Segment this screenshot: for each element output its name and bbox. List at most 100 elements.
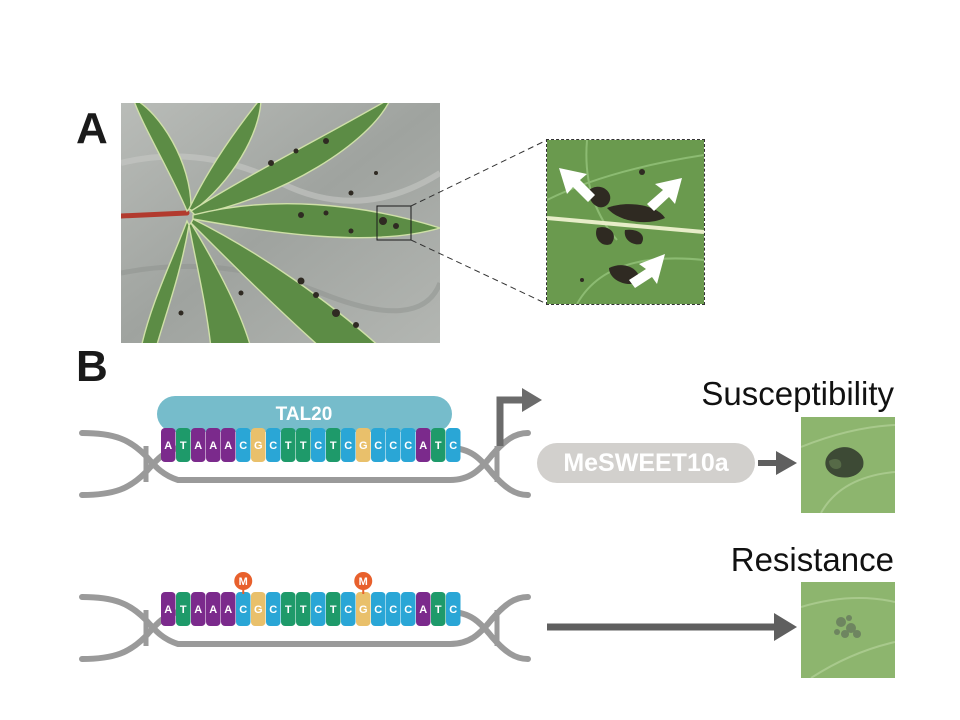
base-letter: C (269, 440, 277, 452)
leaf-lobe (141, 219, 190, 343)
water-soaked-lesion (825, 447, 864, 478)
base-tile (176, 592, 191, 626)
base-tile (386, 592, 401, 626)
base-letter: C (389, 604, 397, 616)
resistance-label: Resistance (730, 541, 894, 578)
gene-pill (537, 443, 755, 483)
base-tile (161, 428, 176, 462)
base-letter: T (300, 604, 307, 616)
base-tile (296, 428, 311, 462)
cassava-leaf-photo (121, 103, 440, 343)
base-tile (356, 592, 371, 626)
base-letter: C (239, 440, 247, 452)
base-letter: C (374, 440, 382, 452)
leaf-lesions (178, 138, 399, 328)
panel-label-b: B (76, 342, 108, 391)
methyl-badge (354, 572, 373, 590)
base-tile (236, 428, 251, 462)
base-tile (296, 592, 311, 626)
zoomed-lesion-inset (546, 139, 705, 305)
transcription-start-arrow (496, 396, 525, 446)
base-letter: T (180, 604, 187, 616)
base-letter: C (449, 604, 457, 616)
leaf-lobe (192, 203, 440, 239)
base-letter: A (419, 604, 427, 616)
base-letter: G (254, 604, 263, 616)
base-letter: T (330, 604, 337, 616)
base-tile (191, 592, 206, 626)
base-tile (161, 592, 176, 626)
base-tile (341, 428, 356, 462)
base-tile (416, 428, 431, 462)
panel-label-a: A (76, 104, 108, 153)
leaf-lobe (190, 218, 377, 343)
zoom-region-box (376, 205, 412, 241)
leaf-lobe (188, 103, 262, 212)
base-tile (341, 592, 356, 626)
base-tile (206, 428, 221, 462)
leaf-petiole (121, 210, 190, 219)
base-letter: C (269, 604, 277, 616)
base-letter: C (344, 440, 352, 452)
base-tile (431, 428, 446, 462)
no-expression-arrowhead (774, 613, 797, 641)
base-tile (221, 592, 236, 626)
base-tile (326, 592, 341, 626)
base-tile (446, 592, 461, 626)
expression-arrowhead (776, 451, 797, 475)
base-letter: A (224, 604, 232, 616)
methyl-badge-label: M (239, 576, 248, 588)
base-letter: A (224, 440, 232, 452)
base-letter: A (209, 440, 217, 452)
base-tile (416, 592, 431, 626)
base-tile (311, 592, 326, 626)
base-tile (401, 428, 416, 462)
base-letter: C (374, 604, 382, 616)
leaf-lobe (188, 221, 251, 343)
base-letter: C (389, 440, 397, 452)
base-letter: T (435, 440, 442, 452)
base-letter: A (164, 604, 172, 616)
base-letter: C (239, 604, 247, 616)
base-tile (236, 592, 251, 626)
base-tile (206, 592, 221, 626)
base-letter: G (254, 440, 263, 452)
base-letter: C (314, 604, 322, 616)
tal20-label: TAL20 (276, 404, 333, 425)
arrow-icon (559, 168, 682, 288)
base-tile (281, 428, 296, 462)
methyl-badge-label: M (359, 576, 368, 588)
base-letter: A (194, 440, 202, 452)
tal20-effector-bar (157, 396, 452, 432)
susceptible-leaf-image (801, 417, 895, 513)
base-tile (251, 592, 266, 626)
base-tile (446, 428, 461, 462)
base-tile (326, 428, 341, 462)
base-letter: T (330, 440, 337, 452)
minor-lesion (834, 615, 861, 638)
base-letter: T (435, 604, 442, 616)
base-letter: A (209, 604, 217, 616)
methyl-badge (234, 572, 253, 590)
base-tile (401, 592, 416, 626)
base-tile (251, 428, 266, 462)
base-letter: C (344, 604, 352, 616)
base-tile (176, 428, 191, 462)
base-tile (356, 428, 371, 462)
base-letter: T (300, 440, 307, 452)
base-letter: T (180, 440, 187, 452)
base-letter: A (164, 440, 172, 452)
base-letter: C (314, 440, 322, 452)
base-tile (281, 592, 296, 626)
base-tile (191, 428, 206, 462)
base-tile (221, 428, 236, 462)
base-tile (431, 592, 446, 626)
base-letter: T (285, 440, 292, 452)
transcription-start-arrowhead (522, 388, 542, 412)
resistant-leaf-image (801, 582, 895, 678)
base-letter: G (359, 604, 368, 616)
leaf-lobe (134, 103, 192, 213)
